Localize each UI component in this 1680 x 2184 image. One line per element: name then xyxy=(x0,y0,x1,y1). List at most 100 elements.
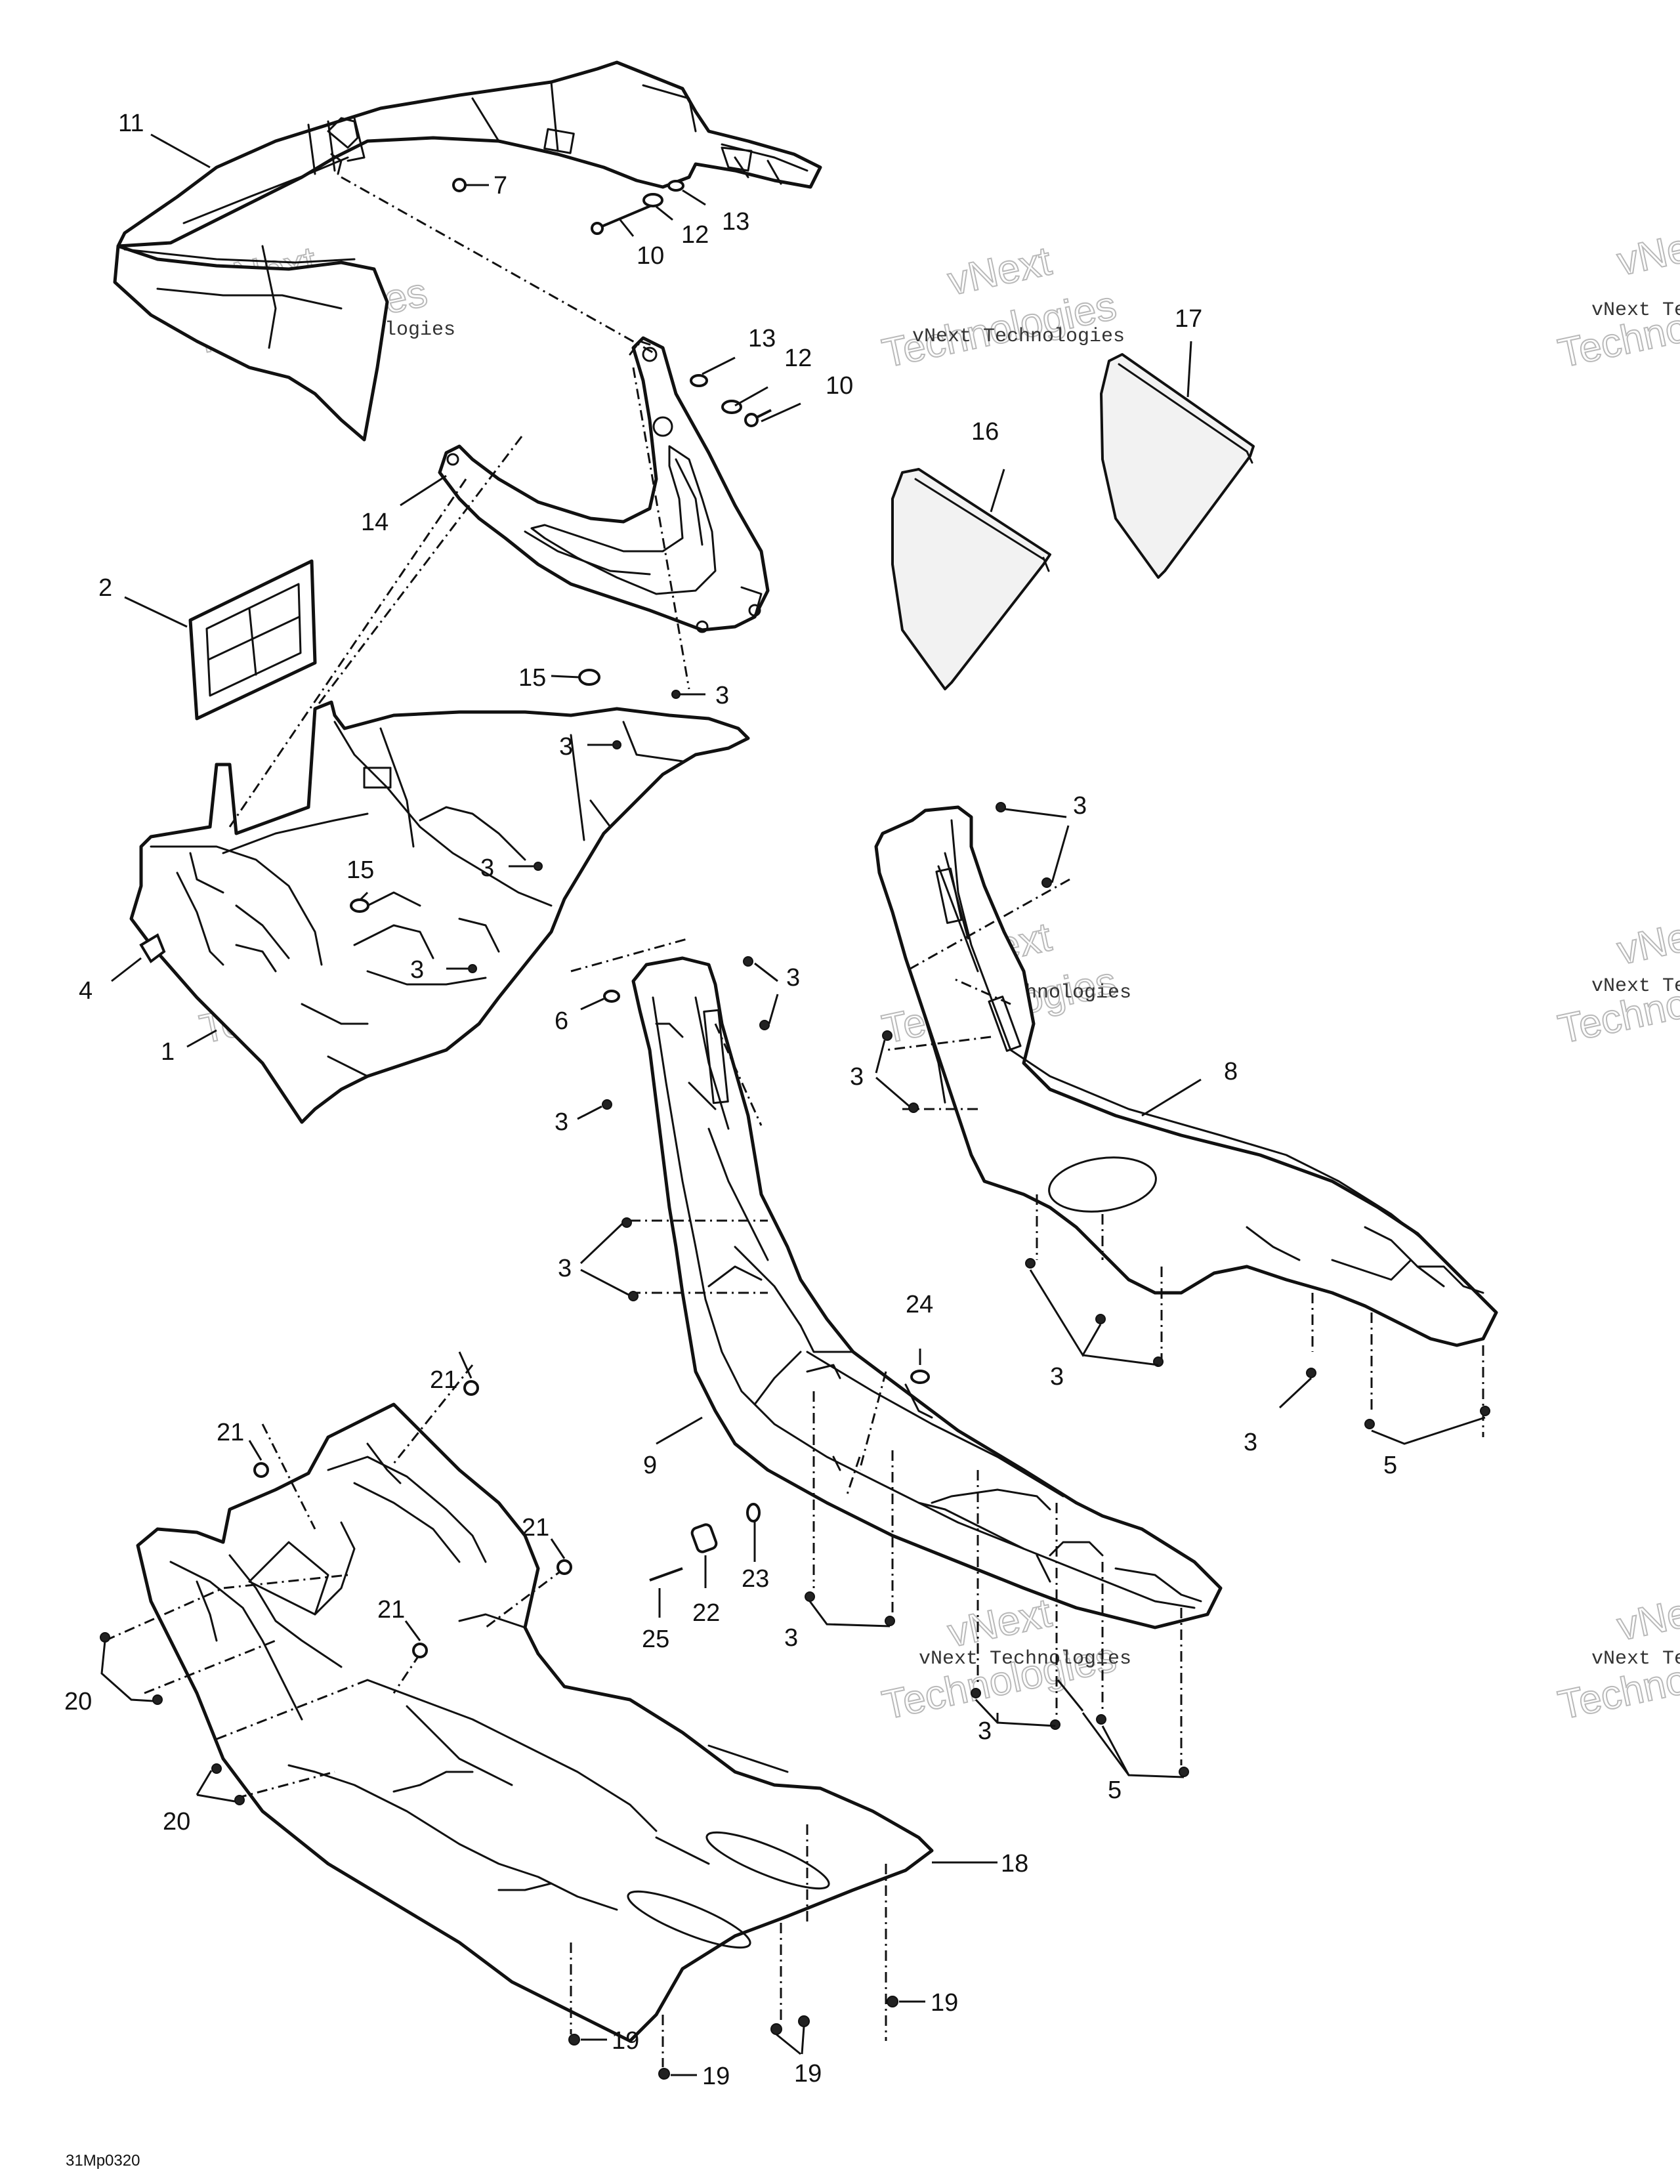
watermark-9: vNext Technologies vNext Technologies xyxy=(1554,1583,1680,1729)
callout-3: 3 xyxy=(558,1255,572,1282)
callout-3: 3 xyxy=(1244,1429,1257,1456)
svg-text:vNext: vNext xyxy=(944,1590,1055,1656)
washer-icon xyxy=(690,374,708,387)
screw-icon xyxy=(649,1567,683,1582)
callout-18: 18 xyxy=(1001,1850,1028,1878)
washer-icon xyxy=(603,990,620,1003)
callout-15: 15 xyxy=(518,664,546,692)
screw-icon xyxy=(798,2015,810,2027)
svg-text:Technologies: Technologies xyxy=(1555,283,1680,377)
nut-icon xyxy=(253,1462,269,1478)
screw-icon xyxy=(1364,1419,1375,1429)
screw-icon xyxy=(1050,1719,1060,1730)
callout-3: 3 xyxy=(1050,1363,1064,1391)
callout-21: 21 xyxy=(217,1419,244,1446)
part-2-grille-panel xyxy=(188,559,317,721)
callout-4: 4 xyxy=(79,977,93,1005)
svg-text:vNext: vNext xyxy=(944,238,1055,304)
screw-icon xyxy=(591,202,657,235)
washer-icon xyxy=(667,180,684,192)
nut-icon xyxy=(412,1643,428,1658)
callout-5: 5 xyxy=(1108,1776,1122,1804)
screw-icon xyxy=(743,956,753,967)
callout-2: 2 xyxy=(98,574,112,602)
callout-7: 7 xyxy=(494,172,507,200)
callout-8: 8 xyxy=(1224,1058,1238,1085)
callout-3: 3 xyxy=(715,682,729,709)
screw-icon xyxy=(1095,1314,1106,1324)
screw-icon xyxy=(885,1616,895,1626)
callout-9: 9 xyxy=(643,1452,657,1479)
callout-19: 19 xyxy=(794,2060,822,2088)
screw-icon xyxy=(1306,1368,1316,1378)
svg-text:vNext: vNext xyxy=(1614,219,1680,284)
washer-icon xyxy=(746,1503,761,1522)
screw-icon xyxy=(468,964,477,973)
screw-icon xyxy=(628,1291,639,1301)
callout-3: 3 xyxy=(480,854,494,882)
callout-3: 3 xyxy=(555,1108,568,1136)
callout-24: 24 xyxy=(906,1291,933,1318)
screw-icon xyxy=(908,1102,919,1113)
screw-icon xyxy=(1025,1258,1036,1269)
nut-icon xyxy=(452,178,467,192)
nut-icon xyxy=(463,1380,479,1396)
callout-10: 10 xyxy=(637,242,664,270)
callout-13: 13 xyxy=(722,208,749,236)
screw-icon xyxy=(744,409,772,427)
screw-icon xyxy=(211,1763,222,1774)
screw-icon xyxy=(100,1632,110,1643)
callout-19: 19 xyxy=(931,1989,958,2017)
callout-3: 3 xyxy=(850,1063,864,1091)
part-11-upper-fairing xyxy=(113,60,822,442)
screw-icon xyxy=(805,1591,815,1602)
callout-21: 21 xyxy=(377,1596,405,1624)
part-8-side-bracket xyxy=(874,805,1498,1347)
callout-3: 3 xyxy=(786,964,800,992)
callout-25: 25 xyxy=(642,1626,669,1653)
screw-icon xyxy=(534,862,543,871)
screw-icon xyxy=(612,740,621,749)
part-9-front-bracket xyxy=(631,956,1223,1629)
screw-icon xyxy=(139,933,166,963)
callout-13: 13 xyxy=(748,325,776,352)
svg-text:Technologies: Technologies xyxy=(1555,959,1680,1053)
screw-icon xyxy=(1041,877,1052,888)
diagram-code: 31Mp0320 xyxy=(66,2152,140,2170)
callout-12: 12 xyxy=(681,221,709,249)
part-17-side-pad xyxy=(1100,353,1255,579)
callout-3: 3 xyxy=(978,1717,992,1745)
callout-15: 15 xyxy=(346,856,374,884)
screw-icon xyxy=(996,802,1006,812)
screw-icon xyxy=(658,2068,670,2080)
callout-3: 3 xyxy=(784,1624,798,1652)
callout-labels: 11 7 10 12 13 13 12 10 16 17 14 2 15 3 3… xyxy=(64,110,1397,2090)
callout-21: 21 xyxy=(430,1366,457,1394)
part-16-side-pad xyxy=(891,468,1051,690)
callout-22: 22 xyxy=(692,1599,720,1627)
screw-icon xyxy=(234,1795,245,1805)
screw-icon xyxy=(671,690,681,699)
callout-3: 3 xyxy=(559,733,573,761)
washer-icon xyxy=(578,669,600,686)
leader-lines xyxy=(100,133,1486,2076)
callout-19: 19 xyxy=(702,2063,730,2090)
screw-icon xyxy=(1096,1714,1106,1725)
washer-icon xyxy=(350,898,369,913)
part-1-console-tub xyxy=(129,700,750,1124)
svg-text:vNext: vNext xyxy=(1614,1584,1680,1649)
fasteners xyxy=(100,178,1490,2080)
callout-3: 3 xyxy=(1073,792,1087,820)
callout-10: 10 xyxy=(826,372,853,400)
callout-23: 23 xyxy=(742,1565,769,1593)
part-14-center-bracket xyxy=(438,336,770,633)
callout-20: 20 xyxy=(64,1688,92,1715)
nut-icon xyxy=(556,1559,572,1575)
screw-icon xyxy=(602,1099,612,1110)
screw-icon xyxy=(1179,1767,1189,1777)
callout-3: 3 xyxy=(410,956,424,984)
screw-icon xyxy=(971,1688,981,1698)
callout-5: 5 xyxy=(1383,1452,1397,1479)
watermark-6: vNext Technologies vNext Technologies xyxy=(1554,907,1680,1053)
